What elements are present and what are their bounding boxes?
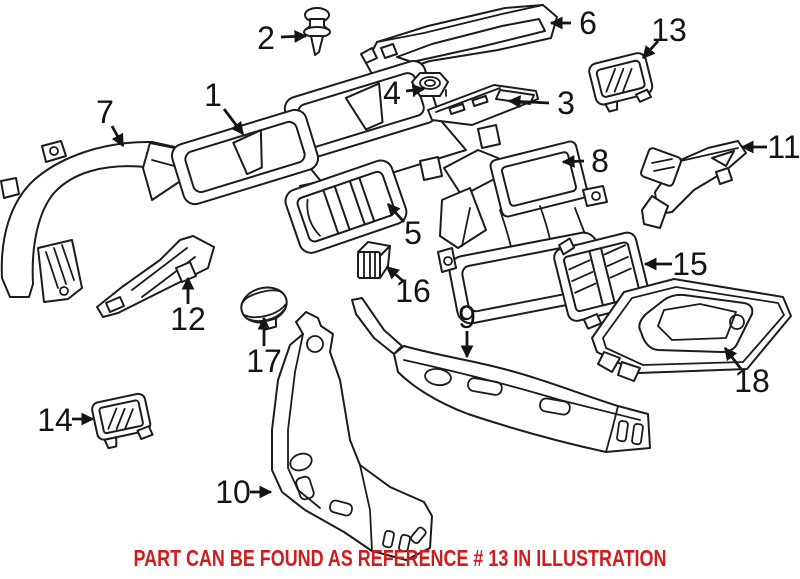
part-label-8: 8 <box>561 143 609 179</box>
svg-text:16: 16 <box>395 273 431 309</box>
svg-text:7: 7 <box>96 94 114 130</box>
svg-text:2: 2 <box>257 20 275 56</box>
part-label-16: 16 <box>386 265 431 309</box>
svg-text:1: 1 <box>204 77 222 113</box>
svg-text:17: 17 <box>246 343 282 379</box>
reference-note: PART CAN BE FOUND AS REFERENCE # 13 IN I… <box>133 545 667 571</box>
part-label-6: 6 <box>549 5 597 41</box>
part-label-14: 14 <box>37 402 95 438</box>
part-14-drawing <box>91 392 154 450</box>
part-label-1: 1 <box>204 77 245 136</box>
part-label-15: 15 <box>643 246 708 282</box>
part-3-drawing <box>427 84 539 126</box>
part-9-drawing <box>351 297 651 453</box>
part-16-drawing <box>357 241 391 279</box>
part-label-2: 2 <box>257 20 308 56</box>
svg-text:8: 8 <box>591 143 609 179</box>
part-4-drawing <box>411 72 449 97</box>
svg-text:9: 9 <box>458 299 476 335</box>
svg-text:4: 4 <box>383 75 401 111</box>
part-label-3: 3 <box>507 85 575 121</box>
part-18-drawing <box>591 278 792 382</box>
part-label-18: 18 <box>723 346 770 399</box>
part-label-12: 12 <box>170 276 206 337</box>
svg-text:10: 10 <box>215 474 251 510</box>
svg-text:12: 12 <box>170 301 206 337</box>
part-11-drawing <box>640 140 747 229</box>
part-label-11: 11 <box>740 129 800 165</box>
svg-text:13: 13 <box>651 12 687 48</box>
svg-text:15: 15 <box>672 246 708 282</box>
svg-text:5: 5 <box>404 215 422 251</box>
svg-text:11: 11 <box>767 129 800 165</box>
part-13-drawing <box>588 52 654 113</box>
part-5-drawing <box>284 159 408 254</box>
part-12-drawing <box>96 235 215 318</box>
part-label-17: 17 <box>246 316 282 379</box>
svg-text:3: 3 <box>557 85 575 121</box>
part-label-10: 10 <box>215 474 273 510</box>
part-7-drawing <box>0 140 192 303</box>
part-2-drawing <box>303 7 331 56</box>
part-label-13: 13 <box>641 12 687 59</box>
part-label-4: 4 <box>383 75 426 111</box>
part-label-7: 7 <box>96 94 125 148</box>
part-label-5: 5 <box>386 203 422 251</box>
svg-text:6: 6 <box>579 5 597 41</box>
svg-text:18: 18 <box>734 363 770 399</box>
part-10-drawing <box>271 311 433 561</box>
part-label-9: 9 <box>458 299 476 359</box>
part-6-drawing <box>360 4 558 75</box>
svg-text:14: 14 <box>37 402 73 438</box>
part-1-drawing <box>170 60 501 206</box>
